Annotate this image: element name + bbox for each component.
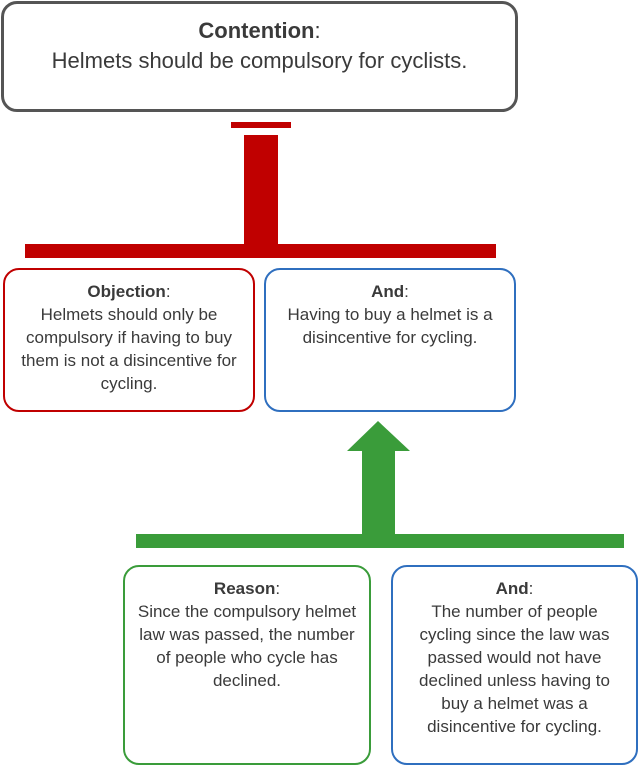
co-premise-bottom-heading: And [495, 579, 529, 598]
co-premise-bottom-colon: : [528, 579, 534, 598]
objection-connector [25, 122, 496, 258]
contention-box: Contention: Helmets should be compulsory… [1, 1, 518, 112]
objection-connector-bar [25, 244, 496, 258]
co-premise-box-top: And: Having to buy a helmet is a disince… [264, 268, 516, 412]
reason-connector-stem [362, 450, 395, 536]
contention-heading: Contention [198, 18, 315, 43]
objection-connector-stem [244, 135, 278, 246]
reason-connector-bar [136, 534, 624, 548]
contention-colon: : [314, 18, 321, 43]
objection-colon: : [165, 282, 171, 301]
reason-heading: Reason [213, 579, 276, 598]
co-premise-top-heading: And [371, 282, 405, 301]
objection-box: Objection: Helmets should only be compul… [3, 268, 255, 412]
co-premise-box-bottom: And: The number of people cycling since … [391, 565, 638, 765]
reason-box: Reason: Since the compulsory helmet law … [123, 565, 371, 765]
objection-connector-tbar [231, 122, 291, 128]
objection-heading: Objection [87, 282, 166, 301]
reason-text: Since the compulsory helmet law was pass… [137, 602, 357, 690]
objection-text: Helmets should only be compulsory if hav… [21, 305, 237, 393]
co-premise-top-text: Having to buy a helmet is a disincentive… [287, 305, 493, 347]
reason-connector [136, 421, 624, 548]
co-premise-bottom-text: The number of people cycling since the l… [419, 602, 610, 736]
reason-connector-arrowhead [347, 421, 410, 451]
contention-text: Helmets should be compulsory for cyclist… [51, 48, 468, 73]
co-premise-top-colon: : [404, 282, 409, 301]
reason-colon: : [275, 579, 281, 598]
